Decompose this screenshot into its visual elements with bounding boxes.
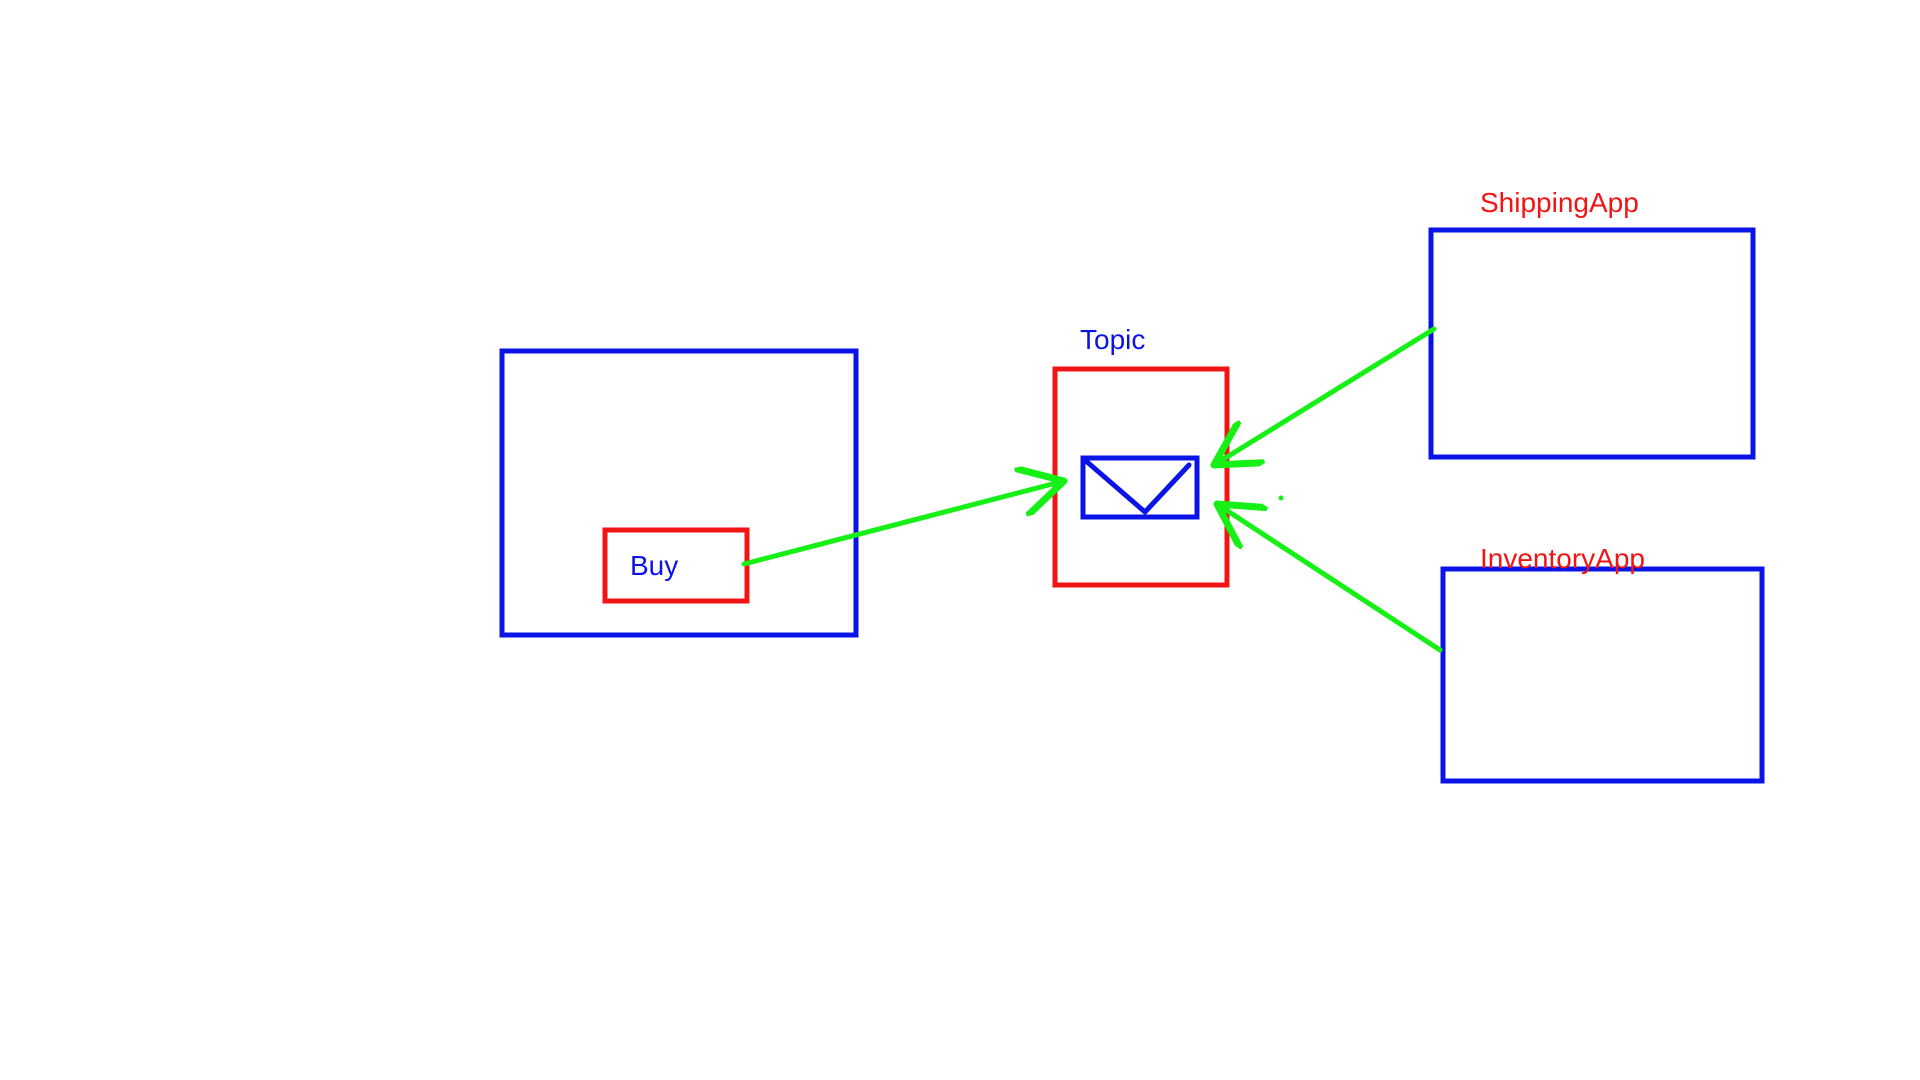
buy-button-label: Buy — [630, 550, 678, 581]
buy-button[interactable]: Buy — [602, 527, 750, 604]
web-app-box — [499, 348, 859, 638]
publish-arrow — [741, 481, 1064, 567]
shipping-app-box — [1428, 227, 1756, 460]
shipping-app-label: ShippingApp — [1480, 187, 1639, 218]
envelope-icon — [1080, 455, 1200, 520]
inventory-subscribe-arrow — [1217, 504, 1443, 653]
inventory-app-label: InventoryApp — [1480, 543, 1645, 574]
inventory-app-box — [1440, 566, 1765, 784]
topic-label: Topic — [1080, 324, 1145, 355]
shipping-subscribe-arrow — [1214, 326, 1437, 465]
stray-dot — [1278, 495, 1284, 501]
